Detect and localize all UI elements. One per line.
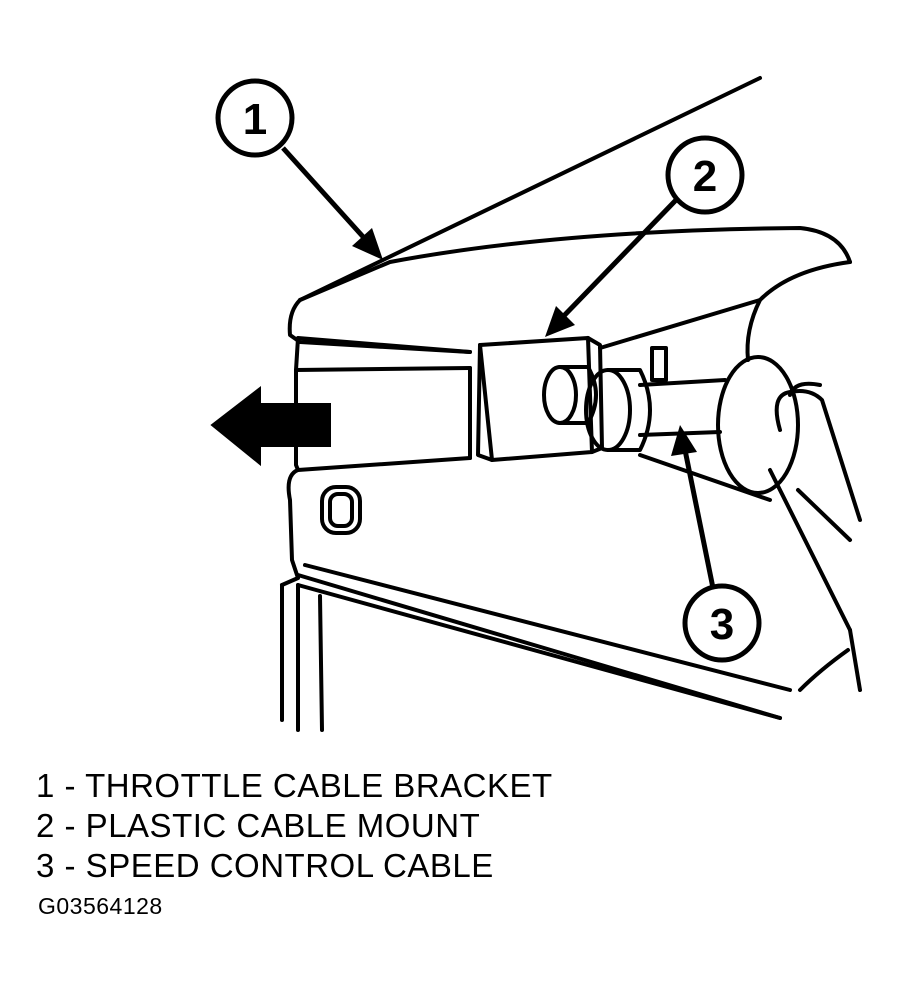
lower-housing <box>280 366 792 732</box>
callout-1-number: 1 <box>243 95 267 144</box>
figure-id: G03564128 <box>38 893 163 919</box>
legend: 1 - THROTTLE CABLE BRACKET 2 - PLASTIC C… <box>36 766 553 886</box>
callout-1: 1 <box>215 78 383 260</box>
plastic-cable-mount <box>476 336 668 462</box>
throttle-cable-bracket <box>287 76 852 372</box>
callout-3-number: 3 <box>710 600 734 649</box>
direction-arrow-left <box>210 385 331 467</box>
speed-control-cable <box>542 355 852 542</box>
legend-item-2: 2 - PLASTIC CABLE MOUNT <box>36 807 481 844</box>
callout-2-number: 2 <box>693 152 717 201</box>
legend-item-3: 3 - SPEED CONTROL CABLE <box>36 847 494 884</box>
callout-3: 3 <box>671 425 762 663</box>
throttle-body-casing <box>768 389 862 692</box>
callout-2: 2 <box>545 135 745 337</box>
legend-item-1: 1 - THROTTLE CABLE BRACKET <box>36 767 553 804</box>
throttle-cable-diagram: 1 2 3 <box>210 76 862 732</box>
